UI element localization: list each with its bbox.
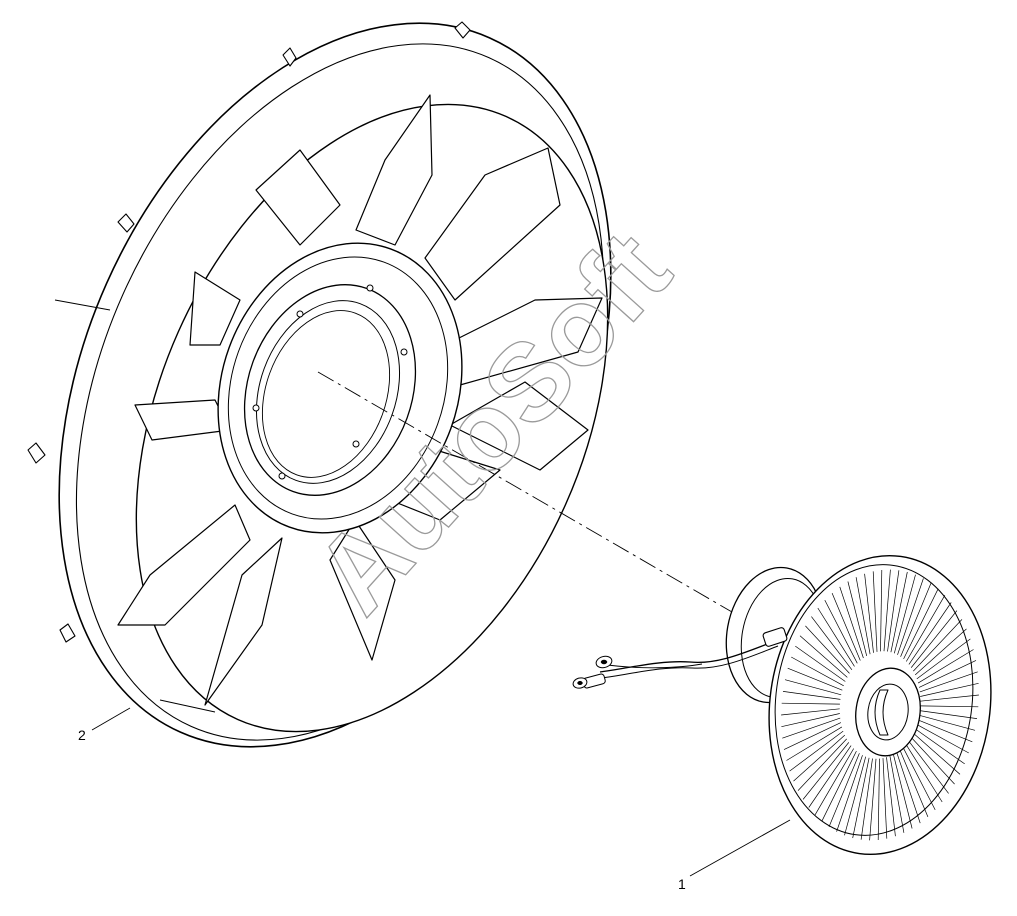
cooling-fin xyxy=(918,660,977,688)
cooling-fin xyxy=(783,722,842,750)
cooling-fin xyxy=(869,758,877,841)
cooling-fin xyxy=(880,569,883,652)
cooling-fin xyxy=(910,610,958,668)
clutch-center-cap xyxy=(855,667,921,757)
cooling-fin xyxy=(786,726,843,761)
cooling-fin xyxy=(836,755,863,832)
cooling-fin xyxy=(808,745,852,808)
cooling-fin xyxy=(828,753,860,828)
cooling-fin xyxy=(920,682,979,697)
cooling-fin xyxy=(905,595,946,662)
cooling-fin xyxy=(847,581,868,656)
cooling-fin xyxy=(799,635,848,678)
cooling-fin xyxy=(860,758,873,840)
cooling-fin xyxy=(908,602,952,665)
cooling-fin xyxy=(892,754,913,829)
cooling-fin xyxy=(864,573,874,653)
cooling-fin xyxy=(872,571,878,652)
cooling-fin xyxy=(893,574,916,654)
cooling-fin xyxy=(887,570,900,652)
callout-1-leader xyxy=(689,819,791,877)
cooling-fin xyxy=(817,607,855,667)
cooling-fin xyxy=(916,723,969,754)
cooling-fin xyxy=(896,751,921,824)
callout-2: 2 xyxy=(78,707,131,743)
cooling-fin xyxy=(910,736,955,785)
cooling-fin xyxy=(907,739,949,794)
cooling-fin xyxy=(916,638,971,680)
cooling-fin xyxy=(831,592,861,661)
cooling-fin xyxy=(877,758,880,841)
clutch-cooling-fins xyxy=(781,569,979,841)
callout-2-leader xyxy=(91,707,131,731)
cooling-fin xyxy=(902,746,936,811)
cooling-fin xyxy=(900,582,932,657)
cooling-fin xyxy=(914,628,967,676)
cooling-fin xyxy=(844,756,867,836)
cooling-fin xyxy=(920,694,979,702)
cooling-fin xyxy=(795,645,846,682)
fan-assembly xyxy=(27,21,612,748)
cooling-fin xyxy=(913,619,963,672)
callout-1-label: 1 xyxy=(678,876,686,892)
cooling-fin xyxy=(890,571,908,653)
cooling-fin xyxy=(905,743,943,803)
fan-clutch xyxy=(572,554,992,856)
cooling-fin xyxy=(805,625,850,674)
cooling-fin xyxy=(793,734,846,782)
cooling-fin xyxy=(914,728,965,765)
cooling-fin xyxy=(782,691,841,700)
cooling-fin xyxy=(802,742,850,800)
cooling-fin xyxy=(920,705,979,708)
cooling-fin xyxy=(919,710,978,719)
fan-blades xyxy=(117,94,603,706)
cooling-fin xyxy=(899,749,929,818)
shroud-tabs xyxy=(27,21,471,643)
cooling-fin xyxy=(839,586,864,659)
cooling-fin xyxy=(918,714,976,731)
callout-2-label: 2 xyxy=(78,727,86,743)
cooling-fin xyxy=(781,713,840,728)
wire-terminal-connector xyxy=(572,673,606,689)
cooling-fin xyxy=(789,730,844,772)
cooling-fin xyxy=(855,577,871,655)
cooling-fin xyxy=(821,750,857,822)
cooling-fin xyxy=(882,758,888,839)
assembly-axis-line xyxy=(317,371,733,613)
cooling-fin xyxy=(917,719,973,743)
cooling-fin xyxy=(787,667,843,691)
cooling-fin xyxy=(883,569,891,652)
cooling-fin xyxy=(814,748,855,815)
cooling-fin xyxy=(782,717,841,739)
cooling-fin xyxy=(791,656,844,687)
cooling-fin xyxy=(784,679,842,696)
cooling-fin xyxy=(886,757,896,837)
cooling-fin xyxy=(912,732,961,775)
callout-1: 1 xyxy=(678,819,791,892)
cooling-fin xyxy=(824,599,858,664)
cooling-fin xyxy=(781,708,840,716)
cooling-fin xyxy=(917,649,974,684)
cooling-fin xyxy=(852,757,870,839)
cooling-fin xyxy=(919,671,978,693)
fan-hub xyxy=(217,242,463,534)
cooling-fin xyxy=(811,616,853,671)
cooling-fin xyxy=(797,738,847,791)
clutch-wire-harness xyxy=(599,627,788,679)
cooling-fin xyxy=(781,702,840,705)
cooling-fin xyxy=(897,578,924,655)
cooling-fin xyxy=(889,755,905,833)
wire-ring-terminal xyxy=(595,655,613,669)
cooling-fin xyxy=(903,588,939,660)
